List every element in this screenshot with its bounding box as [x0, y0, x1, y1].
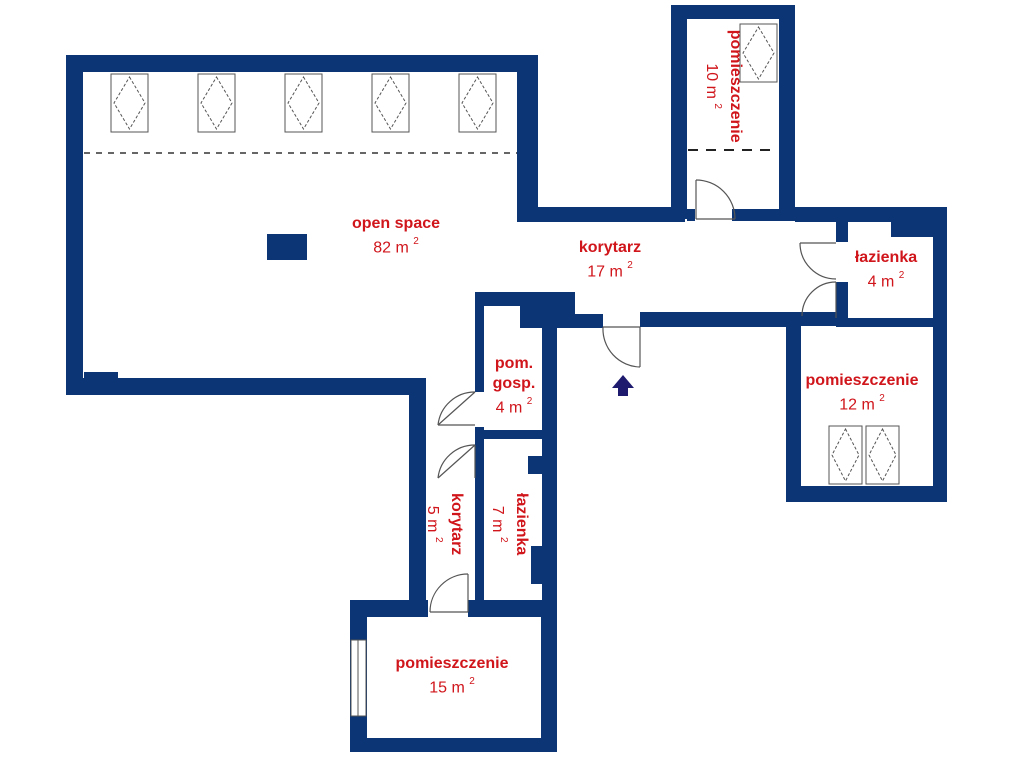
label-open-space: open space 82 m 2: [336, 214, 456, 258]
room-name: korytarz: [578, 239, 642, 256]
label-korytarz-main: korytarz 17 m 2: [550, 238, 670, 282]
door-swing-icon[interactable]: [429, 573, 469, 613]
skylight-icon: [110, 73, 149, 133]
label-korytarz-5: korytarz 5 m 2: [422, 479, 466, 569]
skylight-icon: [865, 425, 900, 485]
window-room-15: [350, 639, 367, 717]
room-area: 10 m 2: [702, 63, 724, 109]
label-lazienka-7: łazienka 7 m 2: [487, 479, 531, 569]
skylight-icon: [371, 73, 410, 133]
door-swing-icon[interactable]: [437, 444, 476, 479]
skylight-icon: [458, 73, 497, 133]
skylight-icon: [284, 73, 323, 133]
skylight-icon: [739, 23, 778, 83]
room-name: łazienka: [854, 249, 918, 266]
door-swing-icon[interactable]: [799, 242, 837, 280]
room-name: korytarz: [448, 493, 466, 556]
door-swing-icon[interactable]: [801, 281, 837, 318]
room-name: pomieszczenie: [727, 29, 745, 143]
room-name: open space: [351, 215, 441, 232]
room-name-line2: gosp.: [492, 375, 536, 392]
room-name-line1: pom.: [494, 355, 534, 372]
room-area: 15 m 2: [429, 676, 475, 697]
label-lazienka-4: łazienka 4 m 2: [843, 248, 929, 292]
room-name: pomieszczenie: [395, 655, 509, 672]
walls: [66, 5, 947, 752]
door-swing-icon[interactable]: [602, 326, 641, 368]
room-area: 5 m 2: [423, 505, 445, 543]
room-name: pomieszczenie: [805, 372, 919, 389]
room-area: 12 m 2: [839, 393, 885, 414]
entrance-arrow-icon: [612, 375, 634, 396]
label-pomieszczenie-15: pomieszczenie 15 m 2: [392, 654, 512, 698]
doors: [429, 179, 837, 613]
skylight-icon: [197, 73, 236, 133]
skylights: [110, 23, 900, 485]
room-name: łazienka: [513, 493, 531, 556]
room-area: 82 m 2: [373, 236, 419, 257]
room-area: 4 m 2: [495, 396, 533, 417]
room-area: 17 m 2: [587, 260, 633, 281]
skylight-icon: [828, 425, 863, 485]
label-pom-gosp: pom. gosp. 4 m 2: [484, 354, 544, 418]
room-area: 4 m 2: [867, 270, 905, 291]
room-area: 7 m 2: [488, 505, 510, 543]
door-swing-icon[interactable]: [695, 179, 736, 220]
label-pomieszczenie-12: pomieszczenie 12 m 2: [802, 371, 922, 415]
label-pomieszczenie-10: pomieszczenie 10 m 2: [701, 16, 745, 156]
door-swing-icon[interactable]: [437, 391, 476, 426]
